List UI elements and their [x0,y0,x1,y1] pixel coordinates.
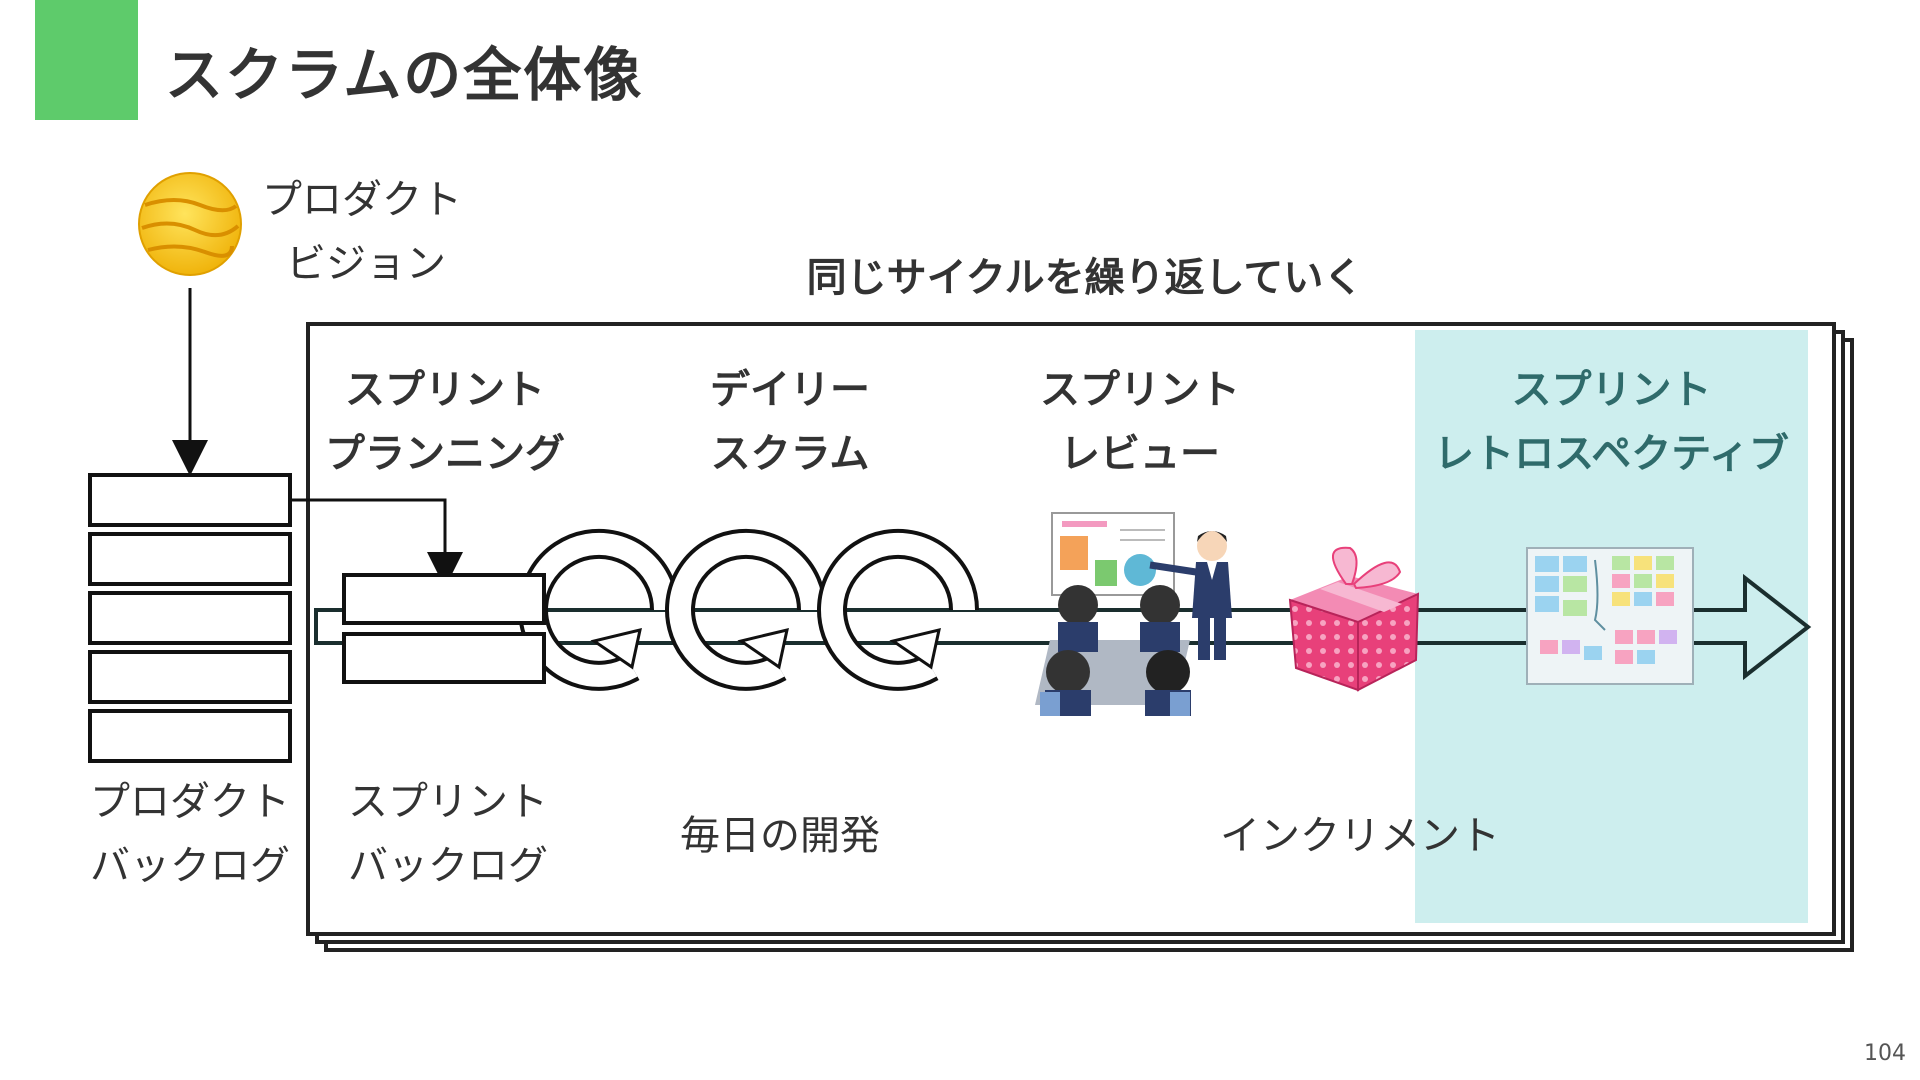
event-sprint-retrospective-line1: スプリント [1511,367,1712,413]
sprint-backlog-item [342,632,546,684]
sprint-backlog-label-line1: スプリント [348,779,548,825]
backlog-connector [292,498,463,588]
event-daily-scrum-line2: スクラム [710,431,870,477]
product-backlog-label-line2: バックログ [90,843,290,889]
event-sprint-planning-line1: スプリント [345,367,545,413]
event-daily-scrum-line1: デイリー [710,367,870,413]
page-number: 104 [1864,1041,1906,1066]
cycle-arrow-icon [817,528,979,691]
product-backlog-label-line1: プロダクト [90,779,290,825]
sprint-backlog-item [342,573,546,625]
cycle-caption: 同じサイクルを繰り返していく [806,255,1364,301]
title-accent-bar [35,0,138,120]
product-backlog-item [88,591,292,645]
vision-label-line1: プロダクト [262,177,462,223]
vision-label-line2: ビジョン [286,241,446,287]
product-backlog-item [88,709,292,763]
sun-icon [138,172,242,276]
slide-title: スクラムの全体像 [165,41,644,109]
daily-development-label: 毎日の開発 [680,813,880,859]
event-sprint-retrospective-line2: レトロスペクティブ [1434,431,1789,477]
increment-label: インクリメント [1220,813,1500,859]
product-backlog-item [88,532,292,586]
product-backlog-item [88,473,292,527]
gift-icon [1288,546,1420,692]
review-meeting-illustration [1035,512,1232,716]
event-sprint-review-line1: スプリント [1040,367,1240,413]
product-backlog-item [88,650,292,704]
sticky-note-board-illustration [1526,547,1694,685]
event-sprint-planning-line2: プランニング [325,431,565,477]
cycle-arrow-icon [665,528,827,691]
sprint-backlog-label-line2: バックログ [348,843,548,889]
event-sprint-review-line2: レビュー [1060,431,1220,477]
